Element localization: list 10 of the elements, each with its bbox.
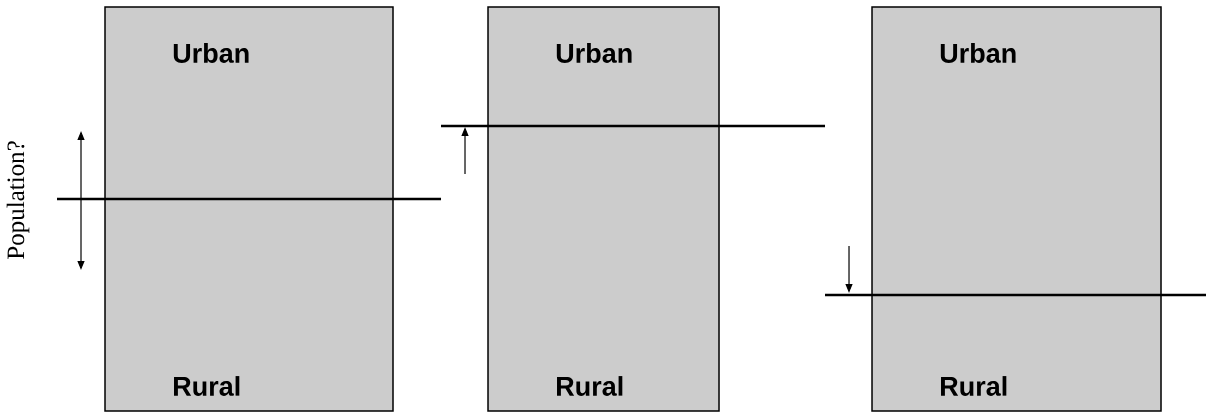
- area-label: Rural: [174, 376, 240, 396]
- panel: [871, 6, 1162, 412]
- area-label: Rural: [557, 376, 623, 396]
- area-label: Urban: [940, 43, 1016, 63]
- area-label: Urban: [556, 43, 632, 63]
- panel: [104, 6, 394, 412]
- panel: [487, 6, 720, 412]
- axis-label: Population?: [6, 141, 30, 259]
- area-label: Rural: [941, 376, 1007, 396]
- area-label: Urban: [173, 43, 249, 63]
